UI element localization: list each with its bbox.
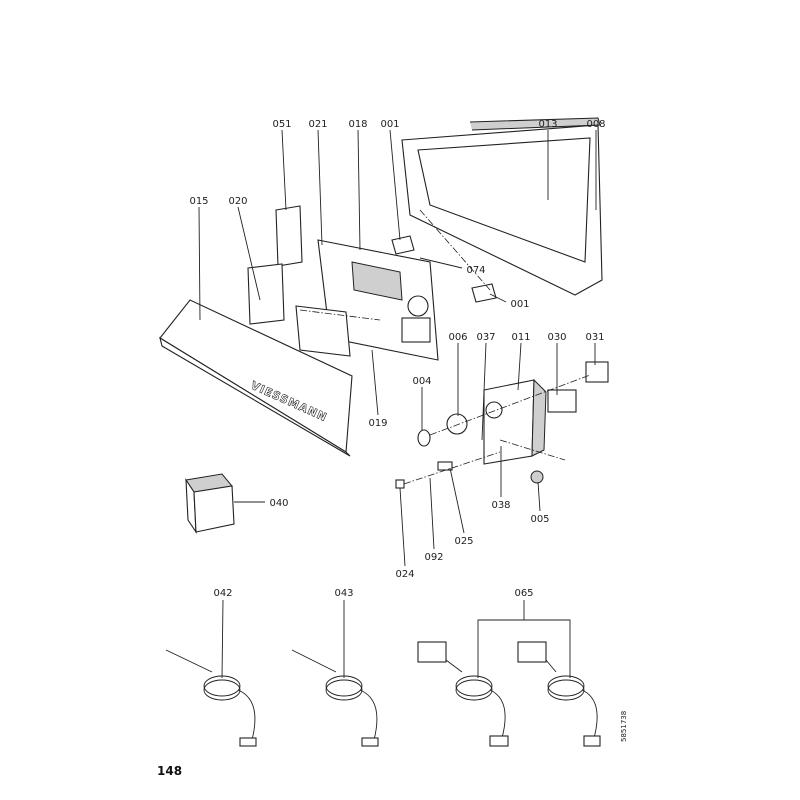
label-021: 021 [308,119,327,130]
label-030: 030 [547,332,566,343]
label-042: 042 [213,588,232,599]
cable-042 [165,649,257,747]
part-001-clip-upper [391,235,415,255]
document-number: 5851738 [620,711,628,742]
part-005-washer [530,470,544,484]
part-006-ring [446,413,468,435]
label-001-upper: 001 [380,119,399,130]
cable-065-a [417,641,509,747]
cable-043 [291,649,379,747]
cable-065-b [517,641,601,747]
label-051: 051 [272,119,291,130]
part-020-keypad [247,263,285,325]
page-number: 148 [157,764,182,778]
label-038: 038 [491,500,510,511]
label-031: 031 [585,332,604,343]
label-018: 018 [348,119,367,130]
label-008: 008 [586,119,605,130]
part-001-clip-lower [471,283,497,303]
label-019: 019 [368,418,387,429]
part-031-connector [585,361,609,383]
label-001-lower: 001 [510,299,529,310]
label-065: 065 [514,588,533,599]
leader-lines [198,129,597,679]
part-030-connector [547,389,577,413]
part-019-cover [295,305,351,357]
part-004-knob [417,429,431,447]
label-025: 025 [454,536,473,547]
label-074: 074 [466,265,485,276]
label-092: 092 [424,552,443,563]
label-037: 037 [476,332,495,343]
label-004: 004 [412,376,431,387]
part-051-card [275,205,303,267]
part-labels: 051 021 018 001 013 008 015 020 074 001 … [189,119,605,599]
label-043: 043 [334,588,353,599]
label-015: 015 [189,196,208,207]
part-040-box [185,473,235,534]
label-005: 005 [530,514,549,525]
label-024: 024 [395,569,414,580]
label-006: 006 [448,332,467,343]
part-013-frame [401,117,603,296]
part-024-pin [395,479,405,489]
label-020: 020 [228,196,247,207]
label-011: 011 [511,332,530,343]
label-040: 040 [269,498,288,509]
label-013: 013 [538,119,557,130]
